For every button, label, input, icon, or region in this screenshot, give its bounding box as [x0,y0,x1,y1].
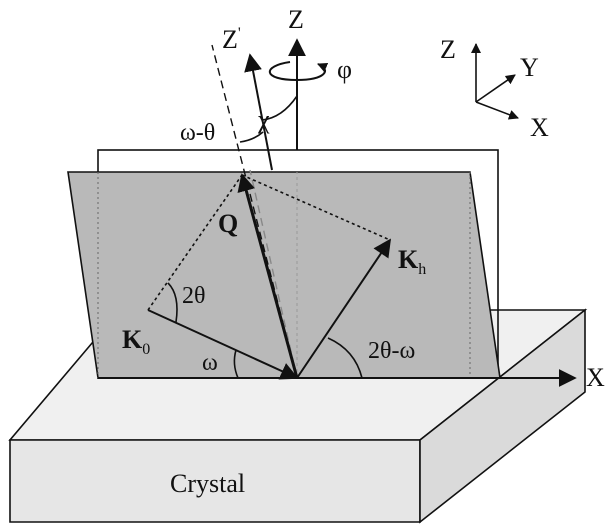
omega-label: ω [202,350,218,376]
kh-vector [296,238,392,379]
chi-label: χ [257,105,270,134]
k0-label: K0 [122,325,150,358]
phi-label: φ [337,55,352,84]
lab-frame-axes [471,43,519,120]
crystal-side-face [419,308,586,524]
lab-frame-x-label: X [530,113,549,142]
x-axis-label: X [586,363,605,392]
two-theta-label: 2θ [182,283,206,309]
omega-arc [233,349,239,379]
lab-frame-x-arrow [475,101,519,120]
chi-arc [261,95,298,121]
omega-theta-label: ω-θ [180,120,215,146]
k0-vector [147,309,299,380]
two-theta-minus-omega-arc [327,337,363,379]
phi-rotation-arrow [268,61,329,82]
lab-frame-z-label: Z [440,35,456,64]
z-prime-label: Z' [222,25,241,54]
z-prime-dashed [249,169,298,379]
two-theta-arc [167,282,178,323]
kh-label: Kh [398,245,426,278]
z-axis-label: Z [288,5,304,34]
two-theta-minus-omega-label: 2θ-ω [368,338,415,364]
z-prime-axis-arrow [244,53,273,171]
omega-theta-arc [239,131,264,143]
kh-dotted-construction [241,174,391,241]
q-vector-label: Q [218,209,238,238]
lab-frame-y-label: Y [520,53,539,82]
crystal-label: Crystal [170,469,245,498]
q-vector [237,173,299,379]
lab-frame-y-arrow [475,74,516,103]
